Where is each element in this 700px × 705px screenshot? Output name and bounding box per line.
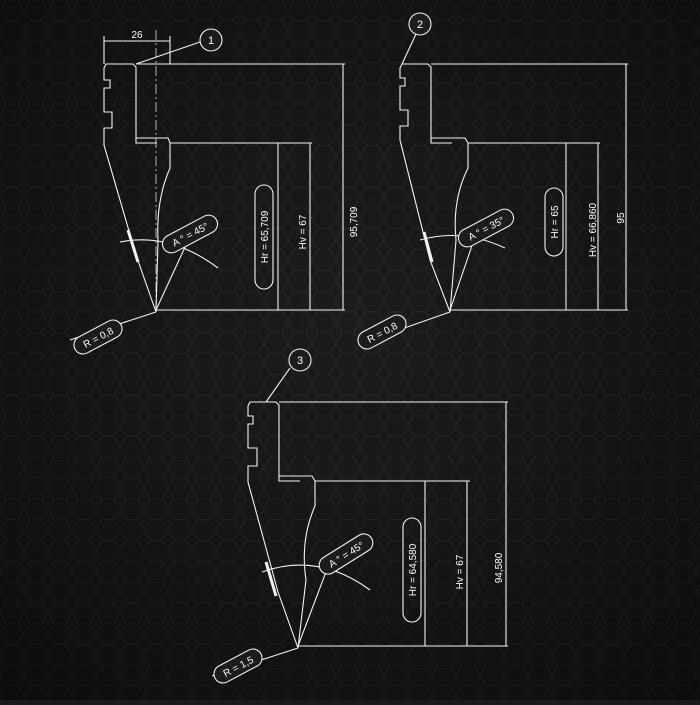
drawing-2 [369,33,628,341]
balloon-2 [408,12,432,36]
tip-shade-2 [422,231,434,263]
hr-label-2: Hr = 65 [550,205,561,239]
total-height-dim-2: 95 [616,212,627,224]
tool-profile-2 [399,63,469,313]
tool-profile-3 [247,401,316,649]
hv-label-group-2: Hv = 66,860 [588,202,599,257]
balloon-1-number: 1 [208,35,214,47]
tip-shade-1 [126,229,140,263]
angle-arc-3 [261,564,371,591]
balloon-3-number: 3 [297,355,303,367]
drawing-1 [69,30,345,341]
hr-box-3: Hr = 64,580 [402,517,422,623]
hv-label-group-1: Hv = 67 [298,214,309,249]
hv-label-2: Hv = 66,860 [588,202,599,257]
relief-line-2 [430,138,452,144]
balloon-leader-2 [401,33,417,65]
balloon-1 [199,28,223,52]
hr-box-1: Hr = 65,709 [254,184,274,290]
hv-label-1: Hv = 67 [298,214,309,249]
hr-label-1: Hr = 65,709 [260,210,271,263]
total-height-dim-3: 94,580 [494,552,505,583]
hv-label-3: Hv = 67 [455,554,466,589]
balloon-leader-3 [265,367,291,403]
balloon-3 [288,348,312,372]
relief-line-3 [278,476,300,482]
relief-line-1 [135,138,157,144]
tool-profile-1 [103,63,171,313]
hr-box-2: Hr = 65 [544,187,564,257]
hv-label-group-3: Hv = 67 [455,554,466,589]
hr-label-3: Hr = 64,580 [408,543,419,596]
width-dim-1: 26 [131,30,143,41]
balloon-2-number: 2 [417,19,423,31]
balloon-leader-1 [135,41,201,65]
total-height-dim-1: 95,709 [349,206,360,237]
tip-shade-3 [264,561,278,597]
